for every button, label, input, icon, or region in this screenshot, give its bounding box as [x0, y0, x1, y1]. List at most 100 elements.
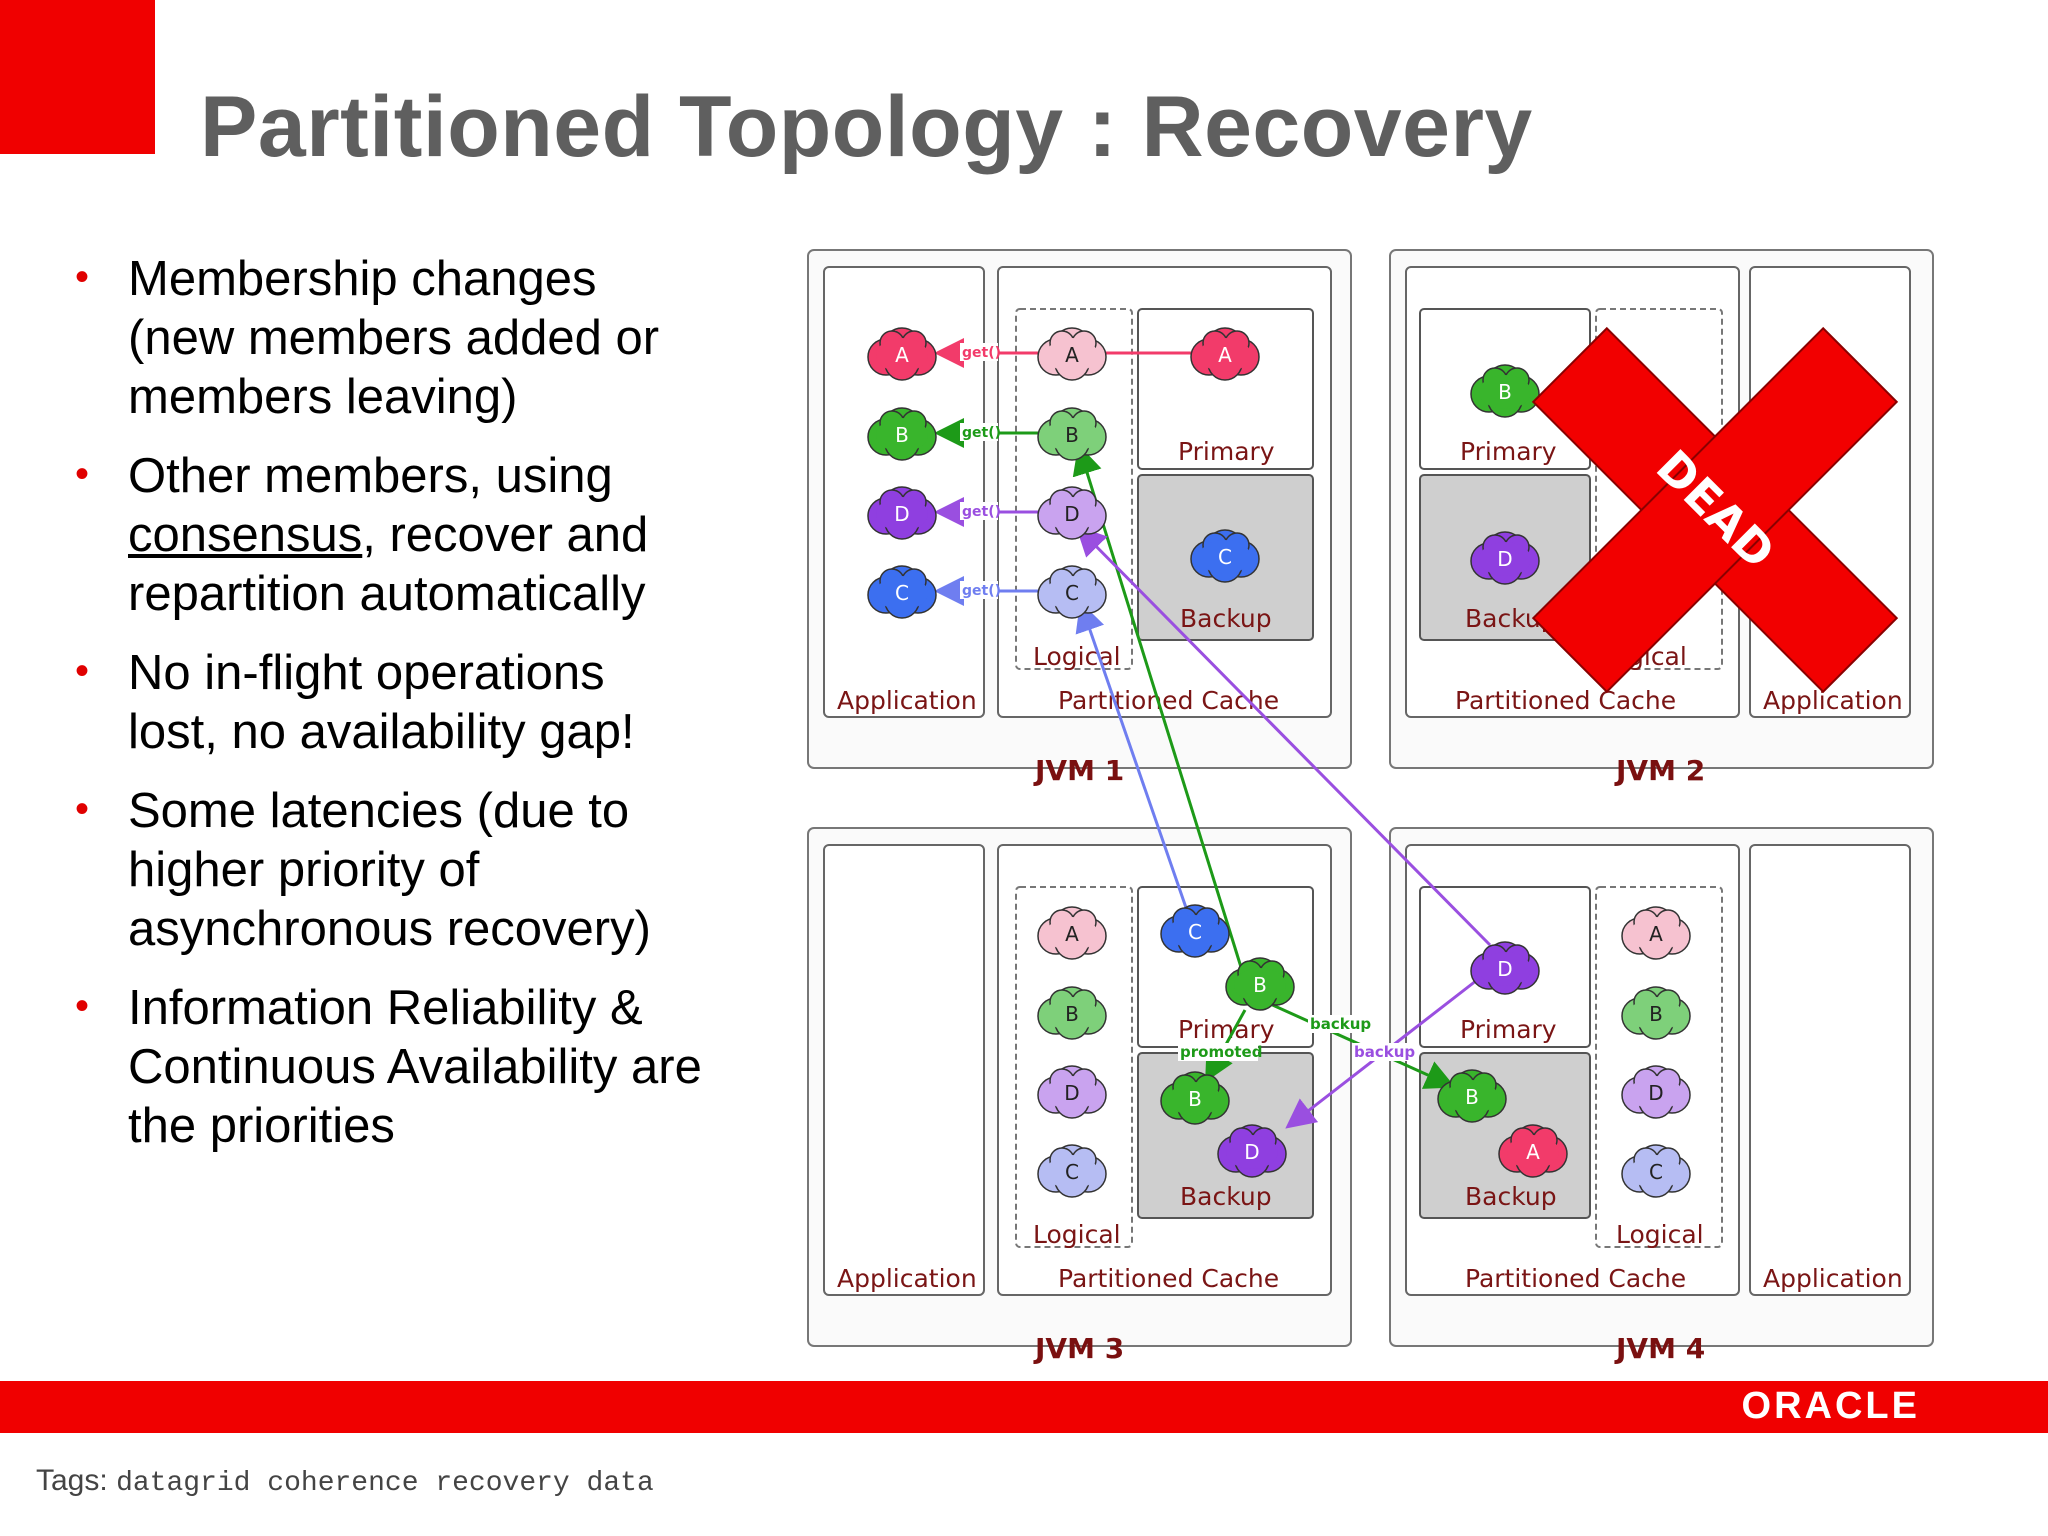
bullet-text: No in-flight operations [128, 646, 605, 700]
partition-cloud-b: B [1621, 986, 1691, 1040]
partition-letter: B [1465, 1085, 1479, 1109]
jvm4-primary-label: Primary [1460, 1015, 1557, 1044]
tags-label: Tags: [36, 1464, 108, 1497]
partition-letter: A [895, 343, 909, 367]
partition-letter: D [1497, 957, 1512, 981]
dead-marker: DEAD [1531, 326, 1899, 694]
bullet-item: • Membership changes (new members added … [75, 250, 755, 427]
partition-cloud-b: B [1470, 364, 1540, 418]
partition-cloud-d: D [1470, 941, 1540, 995]
jvm3-label: JVM 3 [1033, 1332, 1124, 1365]
bullet-dot: • [75, 452, 90, 496]
partition-cloud-d: D [867, 486, 937, 540]
partition-cloud-c: C [867, 565, 937, 619]
tags-values[interactable]: datagrid coherence recovery data [116, 1468, 654, 1499]
footer-bar [0, 1381, 2048, 1433]
partition-cloud-c: C [1621, 1144, 1691, 1198]
backup-arrow-label: backup [1354, 1043, 1415, 1061]
partition-cloud-c: C [1160, 904, 1230, 958]
bullet-text: higher priority of [128, 843, 480, 897]
partition-cloud-d: D [1217, 1124, 1287, 1178]
partition-letter: D [1497, 547, 1512, 571]
partition-cloud-d: D [1621, 1065, 1691, 1119]
bullet-text: the priorities [128, 1099, 395, 1153]
jvm4-application-label: Application [1763, 1264, 1903, 1293]
partition-letter: A [1218, 343, 1232, 367]
bullet-item: • Other members, using consensus, recove… [75, 447, 755, 624]
partition-letter: C [1649, 1160, 1663, 1184]
partition-letter: C [895, 581, 909, 605]
get-arrows: get() get() get() get() [934, 338, 1195, 606]
jvm1-primary-label: Primary [1178, 437, 1275, 466]
bullet-text: members leaving) [128, 370, 518, 424]
jvm4-logical-label: Logical [1616, 1220, 1704, 1249]
jvm4-cache-label: Partitioned Cache [1465, 1264, 1686, 1293]
get-label: get() [962, 425, 1001, 441]
bullet-text: (new members added or [128, 311, 660, 365]
partition-letter: C [1218, 545, 1232, 569]
oracle-logo: ORACLE [1741, 1385, 1920, 1427]
partition-letter: B [1065, 1002, 1079, 1026]
partition-cloud-c: C [1190, 529, 1260, 583]
partition-cloud-a: A [1037, 906, 1107, 960]
diagram-labels: Application Partitioned Cache Logical Pr… [837, 437, 1903, 1293]
jvm4-application-box [1749, 844, 1911, 1296]
bullet-dot: • [75, 787, 90, 831]
partition-cloud-b: B [1437, 1069, 1507, 1123]
backup-arrow-label: backup [1310, 1015, 1371, 1033]
partition-cloud-d: D [1470, 531, 1540, 585]
partition-letter: D [1244, 1140, 1259, 1164]
jvm1-primary-box [1137, 308, 1314, 470]
partition-cloud-c: C [1037, 565, 1107, 619]
get-label: get() [962, 345, 1001, 361]
bullet-list: • Membership changes (new members added … [75, 250, 755, 1176]
jvm-labels: JVM 1 JVM 2 JVM 3 JVM 4 [1033, 754, 1705, 1365]
bullet-dot: • [75, 255, 90, 299]
partition-cloud-a: A [1621, 906, 1691, 960]
get-label: get() [962, 504, 1001, 520]
bullet-text: asynchronous recovery) [128, 902, 651, 956]
partition-letter: A [1526, 1140, 1540, 1164]
bullet-text: , recover and [362, 508, 649, 562]
slide-title: Partitioned Topology : Recovery [200, 79, 1533, 175]
partition-cloud-b: B [1037, 986, 1107, 1040]
partition-letter: A [1065, 343, 1079, 367]
partition-cloud-c: C [1037, 1144, 1107, 1198]
partition-letter: C [1065, 1160, 1079, 1184]
partition-letter: C [1065, 581, 1079, 605]
jvm2-cache-label: Partitioned Cache [1455, 686, 1676, 715]
jvm2-primary-label: Primary [1460, 437, 1557, 466]
partition-letter: D [1648, 1081, 1663, 1105]
partition-cloud-d: D [1037, 486, 1107, 540]
partition-letter: C [1188, 920, 1202, 944]
partition-letter: B [1253, 973, 1267, 997]
partition-cloud-b: B [867, 407, 937, 461]
bullet-text: lost, no availability gap! [128, 705, 635, 759]
partition-letter: B [1188, 1087, 1202, 1111]
bullet-text: Information Reliability & [128, 981, 643, 1035]
recovery-arrows: backup backup promoted [1072, 444, 1492, 1129]
partition-letter: A [1065, 922, 1079, 946]
jvm3-backup-label: Backup [1180, 1182, 1272, 1211]
topology-diagram: Application Partitioned Cache Logical Pr… [807, 249, 1934, 1365]
partition-letter: B [895, 423, 909, 447]
bullet-text: repartition automatically [128, 567, 646, 621]
promoted-label: promoted [1180, 1043, 1262, 1061]
bullet-dot: • [75, 984, 90, 1028]
partition-cloud-a: A [1498, 1124, 1568, 1178]
jvm1-cache-label: Partitioned Cache [1058, 686, 1279, 715]
bullet-item: • No in-flight operations lost, no avail… [75, 644, 755, 762]
partition-letter: D [894, 502, 909, 526]
partition-letter: B [1065, 423, 1079, 447]
partition-letter: D [1064, 1081, 1079, 1105]
bullet-dot: • [75, 649, 90, 693]
bullet-text: Continuous Availability are [128, 1040, 702, 1094]
jvm4-label: JVM 4 [1614, 1332, 1705, 1365]
consensus-link[interactable]: consensus [128, 508, 363, 562]
jvm3-cache-label: Partitioned Cache [1058, 1264, 1279, 1293]
tags-line: Tags: datagrid coherence recovery data [36, 1464, 654, 1499]
bullet-text: Membership changes [128, 252, 597, 306]
jvm3-application-label: Application [837, 1264, 977, 1293]
jvm1-logical-label: Logical [1033, 642, 1121, 671]
